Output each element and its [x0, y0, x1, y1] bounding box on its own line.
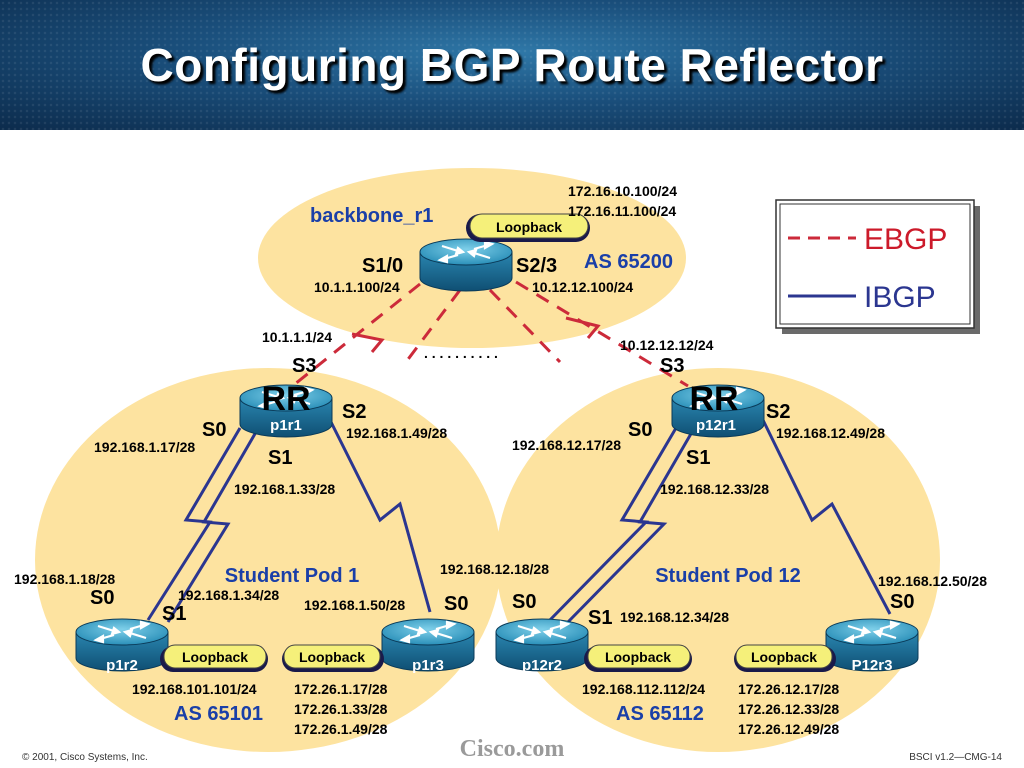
router-backbone-r1[interactable] [418, 237, 514, 293]
pod12-serial-links [546, 417, 892, 624]
slide-title: Configuring BGP Route Reflector [140, 39, 884, 91]
p1r1-name: p1r1 [270, 417, 302, 434]
p1r1-s3-ip: 10.1.1.1/24 [262, 329, 332, 345]
p12r1-s1-ip: 192.168.12.33/28 [660, 481, 769, 497]
ebgp-link-to-pods [404, 289, 462, 363]
p1r1-s1-label: S1 [268, 447, 292, 469]
p12r3-loopback-ip-1: 172.26.12.17/28 [738, 681, 839, 697]
svg-text:Loopback: Loopback [605, 649, 671, 665]
p12r1-s3-label: S3 [660, 355, 684, 377]
p1r2-s1-label: S1 [162, 603, 186, 625]
p1r3-s0-ip: 192.168.1.50/28 [304, 597, 405, 613]
footer-course: BSCI v1.2—CMG-14 [909, 752, 1002, 763]
p1r3-loopback-ip-1: 172.26.1.17/28 [294, 681, 388, 697]
pod1-as: AS 65101 [174, 703, 263, 725]
p12r3-s0-label: S0 [890, 591, 914, 613]
backbone-as: AS 65200 [584, 251, 673, 273]
p1r3-name: p1r3 [412, 657, 444, 674]
loopback-p12r3: Loopback [734, 644, 836, 672]
backbone-s23-label: S2/3 [516, 255, 557, 277]
cisco-logo: Cisco.com [460, 736, 565, 762]
p1r2-s0-label: S0 [90, 587, 114, 609]
loopback-backbone: Loopback [466, 213, 590, 242]
p12r1-s3-ip: 10.12.12.12/24 [620, 337, 714, 353]
p1r2-name: p1r2 [106, 657, 138, 674]
ebgp-arrow-2 [565, 316, 601, 339]
p1r2-s1-ip: 192.168.1.34/28 [178, 587, 279, 603]
p12r3-loopback-ip-2: 172.26.12.33/28 [738, 701, 839, 717]
loopback-p1r3: Loopback [282, 644, 384, 672]
footer-copyright: © 2001, Cisco Systems, Inc. [22, 752, 148, 763]
p12r3-loopback-ip-3: 172.26.12.49/28 [738, 721, 839, 737]
p12r1-name: p12r1 [696, 417, 736, 434]
p12r3-s0-ip: 192.168.12.50/28 [878, 573, 987, 589]
pod12-as: AS 65112 [616, 703, 704, 725]
link-p12r1-s1-p12r2 [566, 431, 694, 624]
pod12-name: Student Pod 12 [655, 565, 801, 587]
link-p1r1-s2-p1r3 [328, 419, 432, 613]
backbone-s10-ip: 10.1.1.100/24 [314, 279, 400, 295]
link-p12r1-s0-p12r2 [546, 427, 678, 624]
link-p1r1-s0-p1r2 [146, 427, 242, 621]
p1r3-s0-label: S0 [444, 593, 468, 615]
backbone-loopback-ip-1: 172.16.10.100/24 [568, 183, 677, 199]
ebgp-link-backbone-p12r1 [515, 280, 689, 388]
p12r1-rr-badge: RR [689, 380, 738, 418]
link-p12r1-s2-p12r3 [760, 417, 892, 615]
banner-texture [0, 0, 1024, 130]
ebgp-arrow-1 [351, 332, 385, 353]
legend-ebgp-label: EBGP [864, 223, 947, 256]
backbone-loopback-ip-2: 172.16.11.100/24 [568, 203, 676, 219]
p1r3-loopback-ip-3: 172.26.1.49/28 [294, 721, 388, 737]
loopback-p12r2: Loopback [584, 644, 692, 672]
title-banner [0, 0, 1024, 130]
p1r1-s3-label: S3 [292, 355, 316, 377]
svg-text:Loopback: Loopback [182, 649, 248, 665]
p12r3-name: P12r3 [852, 657, 893, 674]
svg-text:Loopback: Loopback [299, 649, 365, 665]
ebgp-link-to-pods-2 [488, 288, 562, 364]
legend-box [775, 199, 975, 329]
p12r1-s0-ip: 192.168.12.17/28 [512, 437, 621, 453]
p1r3-loopback-ip-2: 172.26.1.33/28 [294, 701, 388, 717]
p12r2-name: p12r2 [522, 657, 562, 674]
p1r1-s0-label: S0 [202, 419, 226, 441]
p12r2-s1-label: S1 [588, 607, 612, 629]
loopback-p1r2: Loopback [160, 644, 268, 672]
p1r1-s2-label: S2 [342, 401, 366, 423]
p1r1-s1-ip: 192.168.1.33/28 [234, 481, 335, 497]
pod1-serial-links [146, 419, 432, 623]
svg-text:Loopback: Loopback [496, 219, 562, 235]
p12r1-s1-label: S1 [686, 447, 710, 469]
p12r1-s2-ip: 192.168.12.49/28 [776, 425, 885, 441]
backbone-name: backbone_r1 [310, 205, 433, 227]
p1r2-loopback-ip: 192.168.101.101/24 [132, 681, 257, 697]
p12r2-loopback-ip: 192.168.112.112/24 [582, 681, 705, 697]
p12r2-s0-label: S0 [512, 591, 536, 613]
p12r1-s2-label: S2 [766, 401, 790, 423]
p1r1-s0-ip: 192.168.1.17/28 [94, 439, 195, 455]
link-p1r1-s1-p1r2 [166, 431, 258, 623]
svg-text:Loopback: Loopback [751, 649, 817, 665]
backbone-dots: . . . . . . . . . . [424, 345, 498, 361]
p12r2-s1-ip: 192.168.12.34/28 [620, 609, 729, 625]
p12r2-s0-ip: 192.168.12.18/28 [440, 561, 549, 577]
p1r1-rr-badge: RR [261, 380, 310, 418]
p1r1-s2-ip: 192.168.1.49/28 [346, 425, 447, 441]
legend-ibgp-label: IBGP [864, 281, 936, 314]
p1r2-s0-ip: 192.168.1.18/28 [14, 571, 115, 587]
pod1-name: Student Pod 1 [225, 565, 359, 587]
p12r1-s0-label: S0 [628, 419, 652, 441]
backbone-s10-label: S1/0 [362, 255, 403, 277]
backbone-s23-ip: 10.12.12.100/24 [532, 279, 633, 295]
